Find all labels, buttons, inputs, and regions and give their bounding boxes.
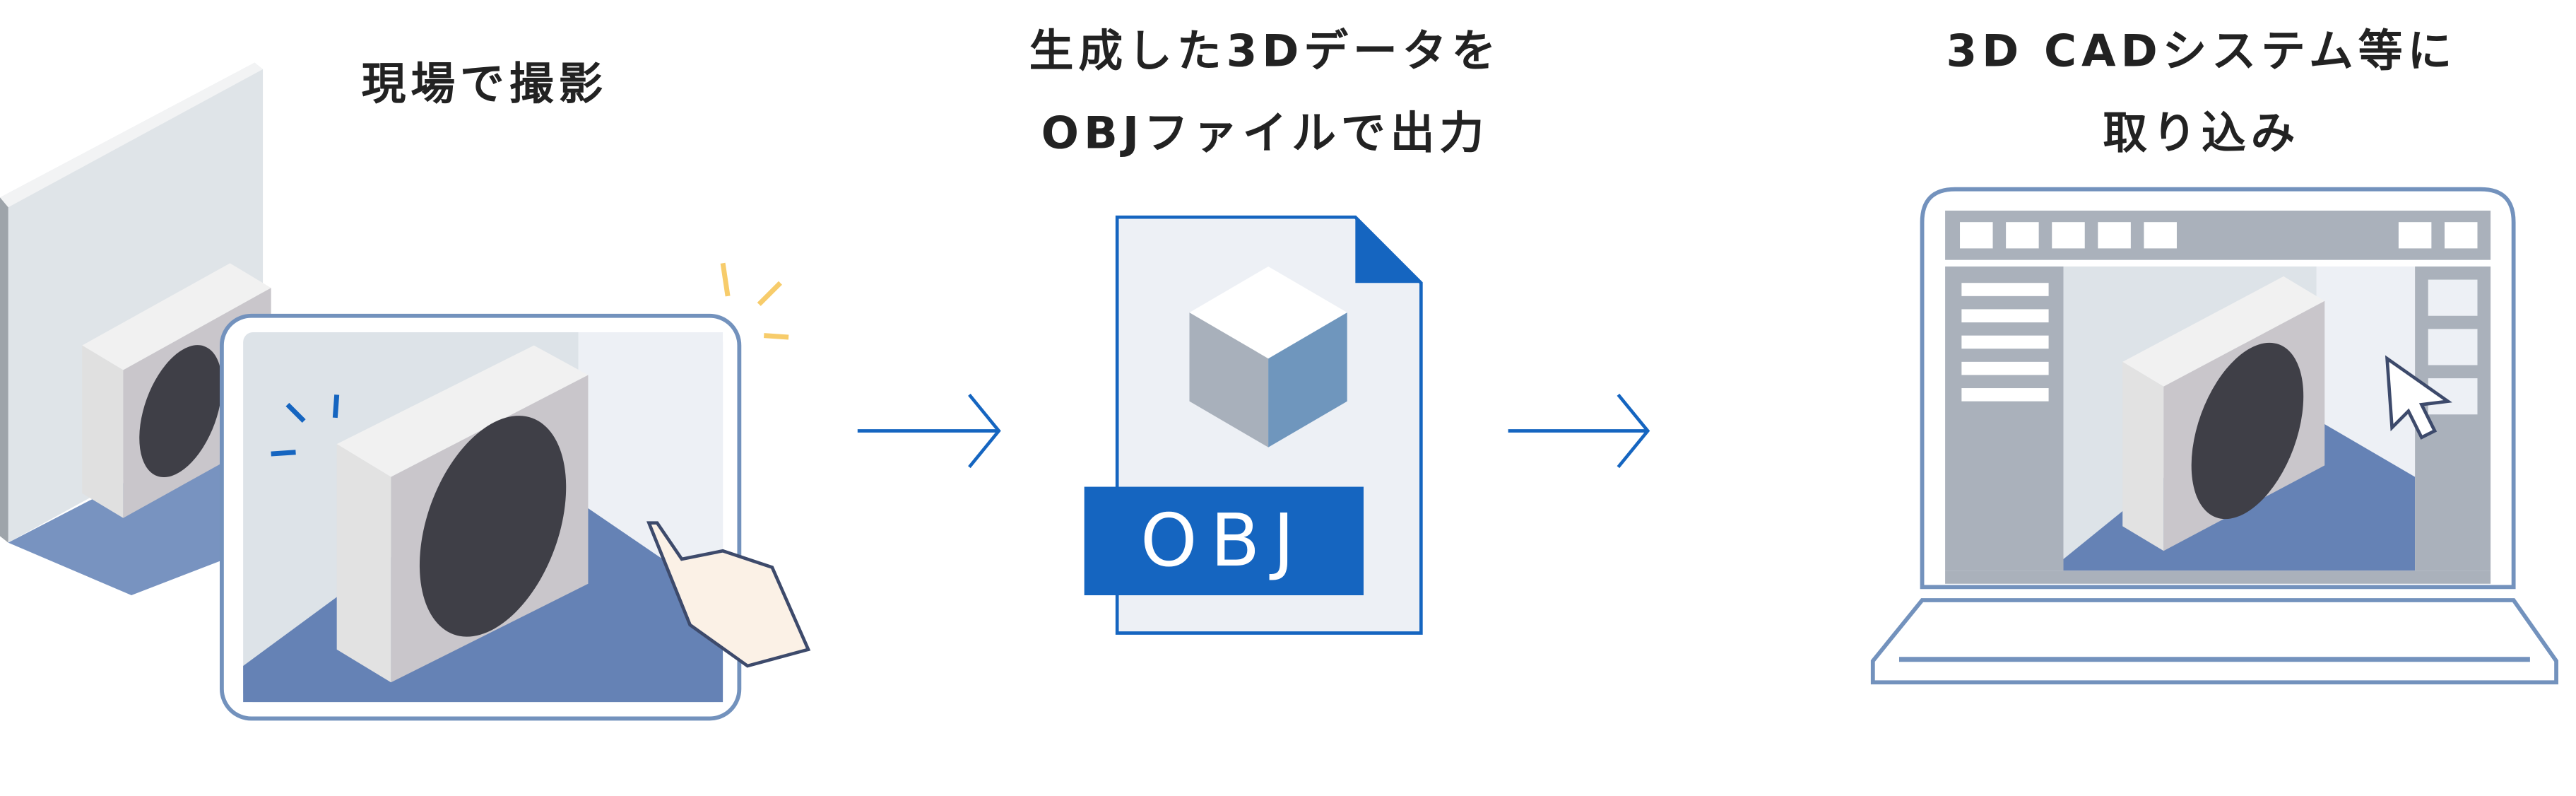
- step2-title-line1: 生成した3Dデータを: [1029, 25, 1501, 76]
- tablet-illustration: [220, 262, 811, 721]
- site-scene-illustration: [0, 62, 271, 596]
- step3-title-line1: 3D CADシステム等に: [1946, 25, 2457, 76]
- laptop-cad-illustration: [1870, 187, 2559, 685]
- obj-file-icon: OBJ: [1084, 215, 1423, 635]
- step2-title-line2: OBJファイルで出力: [1041, 107, 1489, 159]
- arrow-right-icon: [857, 393, 1001, 469]
- obj-label: OBJ: [1140, 499, 1308, 583]
- step1-title: 現場で撮影: [362, 58, 608, 110]
- step3-title-line2: 取り込み: [2103, 107, 2300, 159]
- arrow-right-icon: [1508, 393, 1650, 469]
